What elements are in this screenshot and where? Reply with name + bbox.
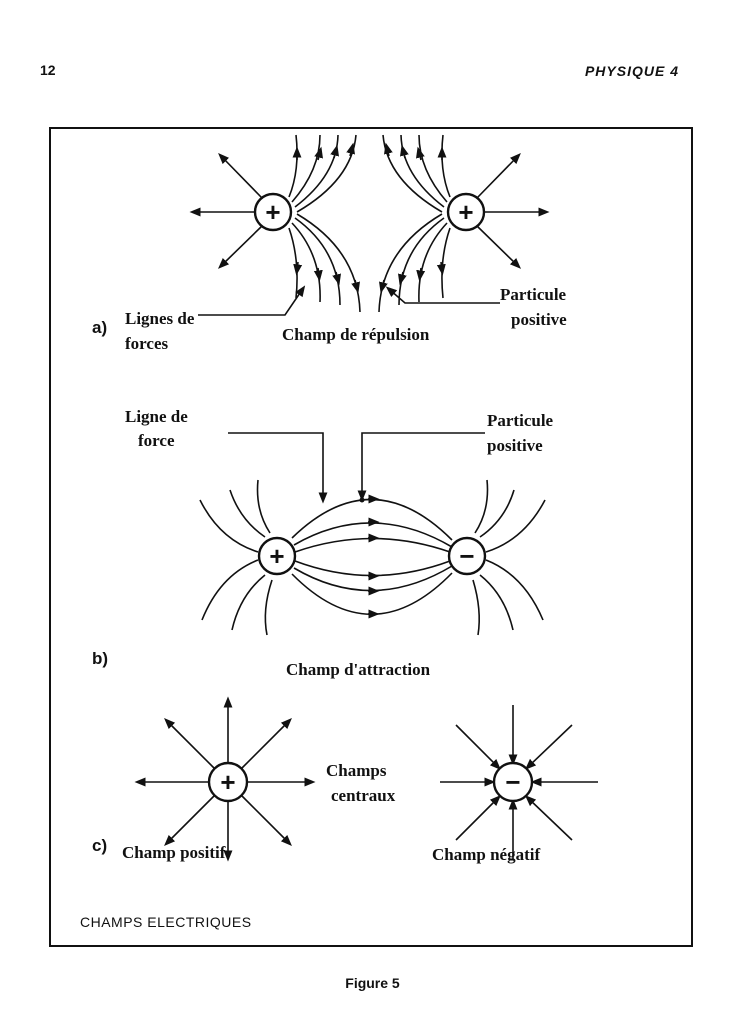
negative-charge: [447, 536, 487, 576]
panel-c-central-fields: + − Champs centraux c) Champ positif Cha…: [92, 696, 598, 864]
panel-a-repulsion: + + a) Lignes de forces Champ de répulsi…: [92, 135, 567, 353]
leader-line: [357, 432, 485, 502]
page-number: 12: [40, 62, 56, 78]
charge-sign: −: [505, 767, 520, 797]
positive-field-arrows: [134, 696, 316, 862]
negative-charge: [492, 761, 534, 803]
charge-sign: −: [459, 541, 474, 571]
charge-sign: +: [220, 767, 235, 797]
panel-letter: c): [92, 836, 107, 855]
label-positive-particle: Particule: [487, 411, 554, 430]
label-lines-of-force: Lignes de: [125, 309, 195, 328]
label-line-of-force: force: [138, 431, 175, 450]
label-positive-particle: positive: [511, 310, 567, 329]
label-positive-particle: positive: [487, 436, 543, 455]
negative-field-arrows: [440, 705, 598, 860]
panel-letter: b): [92, 649, 108, 668]
leader-line: [198, 285, 306, 316]
leader-line: [228, 432, 328, 504]
label-repulsion-field: Champ de répulsion: [282, 325, 430, 344]
figure-frame: [49, 127, 693, 947]
label-central-fields: Champs: [326, 761, 387, 780]
positive-charge: [257, 536, 297, 576]
label-line-of-force: Ligne de: [125, 407, 188, 426]
attraction-field-lines: [199, 479, 546, 636]
label-positive-particle: Particule: [500, 285, 567, 304]
charge-sign: +: [458, 197, 473, 227]
charge-sign: +: [265, 197, 280, 227]
label-negative-field: Champ négatif: [432, 845, 540, 864]
figure-caption: Figure 5: [345, 975, 400, 991]
charge-sign: +: [269, 541, 284, 571]
positive-charge: [253, 192, 293, 232]
panel-b-attraction: + − Ligne de force Particule positive b)…: [92, 407, 554, 679]
label-lines-of-force: forces: [125, 334, 168, 353]
label-positive-field: Champ positif: [122, 843, 226, 862]
label-central-fields: centraux: [331, 786, 396, 805]
running-head: PHYSIQUE 4: [584, 63, 679, 79]
panel-letter: a): [92, 318, 107, 337]
positive-charge: [446, 192, 486, 232]
figure-title: CHAMPS ELECTRIQUES: [80, 914, 252, 930]
positive-charge: [207, 761, 249, 803]
label-attraction-field: Champ d'attraction: [286, 660, 431, 679]
leader-line: [385, 286, 500, 304]
